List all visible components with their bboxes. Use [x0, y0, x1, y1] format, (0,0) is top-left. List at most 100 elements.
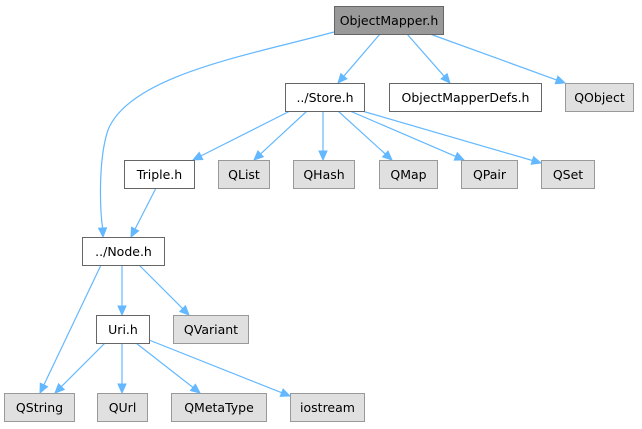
edge-store-to-qmap	[337, 110, 393, 161]
edge-node-to-qstring	[39, 264, 102, 395]
node-label: QHash	[303, 167, 344, 182]
node-qset: QSet	[541, 160, 595, 189]
node-label: ../Store.h	[296, 90, 353, 105]
edge-line	[361, 110, 533, 162]
edges-layer	[39, 31, 567, 397]
edge-uri-to-qmetatype	[135, 342, 201, 394]
node-store[interactable]: ../Store.h	[285, 83, 365, 112]
node-label: iostream	[300, 400, 355, 415]
edge-arrowhead	[318, 150, 328, 162]
edge-arrowhead	[97, 227, 108, 239]
edge-line	[148, 339, 282, 394]
node-box	[171, 393, 267, 422]
edge-arrowhead	[191, 151, 204, 161]
node-label: QMap	[390, 167, 426, 182]
edge-arrowhead	[530, 155, 543, 165]
node-qpair: QPair	[461, 160, 518, 189]
edge-node-to-qvariant	[138, 264, 190, 316]
nodes-layer: ObjectMapper.h ../Store.h ObjectMapperDefs…	[4, 6, 634, 422]
node-qmap: QMap	[379, 160, 438, 189]
edge-arrowhead	[189, 383, 201, 394]
edge-line	[134, 187, 157, 230]
node-box	[461, 160, 518, 189]
node-label: QList	[228, 167, 260, 182]
edge-arrowhead	[337, 72, 348, 84]
node-label: QSet	[553, 167, 583, 182]
edge-arrowhead	[381, 150, 393, 161]
node-box	[389, 83, 542, 112]
node-iostream: iostream	[290, 393, 365, 422]
node-box	[565, 83, 634, 112]
edge-line	[43, 264, 102, 386]
node-label: ../Node.h	[95, 244, 152, 259]
edge-objectmapper-to-qobject	[429, 33, 567, 85]
edge-uri-to-iostream	[148, 339, 292, 397]
edge-arrowhead	[117, 305, 127, 317]
edge-line	[349, 110, 456, 157]
edge-line	[260, 110, 308, 155]
edge-uri-to-qurl	[117, 343, 127, 395]
edge-store-to-triple	[191, 110, 291, 161]
edge-line	[135, 342, 194, 388]
edge-arrowhead	[279, 388, 292, 397]
edge-arrowhead	[453, 151, 466, 161]
edge-arrowhead	[178, 304, 190, 316]
node-qurl: QUrl	[97, 393, 148, 422]
node-label: Uri.h	[108, 322, 138, 337]
edge-line	[99, 31, 335, 229]
node-qmetatype: QMetaType	[171, 393, 267, 422]
node-triple[interactable]: Triple.h	[124, 160, 195, 189]
node-label: ObjectMapper.h	[340, 13, 439, 28]
node-qstring: QString	[4, 393, 75, 422]
node-box	[82, 237, 165, 266]
node-box	[96, 315, 150, 344]
edge-arrowhead	[39, 382, 49, 395]
edge-store-to-qhash	[318, 111, 328, 162]
edge-triple-to-node	[130, 187, 157, 239]
edge-line	[138, 264, 184, 310]
node-qobject: QObject	[565, 83, 634, 112]
edge-line	[343, 33, 381, 77]
node-box	[218, 160, 270, 189]
node-qlist: QList	[218, 160, 270, 189]
node-box	[285, 83, 365, 112]
node-label: QString	[16, 400, 63, 415]
node-label: QUrl	[109, 400, 137, 415]
node-objectmapper[interactable]: ObjectMapper.h	[334, 6, 444, 35]
edge-line	[337, 110, 386, 155]
edge-objectmapper-to-node	[97, 31, 335, 239]
edge-line	[60, 342, 106, 388]
node-box	[334, 6, 444, 35]
node-label: QVariant	[184, 322, 238, 337]
edge-line	[429, 33, 557, 81]
node-box	[173, 315, 249, 344]
edge-arrowhead	[130, 226, 140, 239]
node-box	[379, 160, 438, 189]
edge-arrowhead	[554, 75, 567, 85]
edge-objectmapper-to-store	[337, 33, 381, 84]
node-box	[124, 160, 195, 189]
node-uri[interactable]: Uri.h	[96, 315, 150, 344]
edge-node-to-uri	[117, 265, 127, 317]
node-qhash: QHash	[293, 160, 355, 189]
edge-arrowhead	[440, 72, 451, 84]
node-box	[4, 393, 75, 422]
edge-arrowhead	[54, 382, 66, 394]
node-objectmapperdefs[interactable]: ObjectMapperDefs.h	[389, 83, 542, 112]
node-box	[290, 393, 365, 422]
node-box	[541, 160, 595, 189]
node-box	[97, 393, 148, 422]
node-label: QPair	[473, 167, 507, 182]
edge-uri-to-qstring	[54, 342, 106, 394]
node-label: ObjectMapperDefs.h	[402, 90, 530, 105]
node-label: Triple.h	[136, 167, 182, 182]
edge-store-to-qpair	[349, 110, 466, 161]
node-node[interactable]: ../Node.h	[82, 237, 165, 266]
node-label: QObject	[574, 90, 625, 105]
node-label: QMetaType	[184, 400, 254, 415]
edge-line	[406, 33, 445, 77]
node-box	[293, 160, 355, 189]
edge-store-to-qset	[361, 110, 543, 165]
edge-arrowhead	[117, 383, 127, 395]
